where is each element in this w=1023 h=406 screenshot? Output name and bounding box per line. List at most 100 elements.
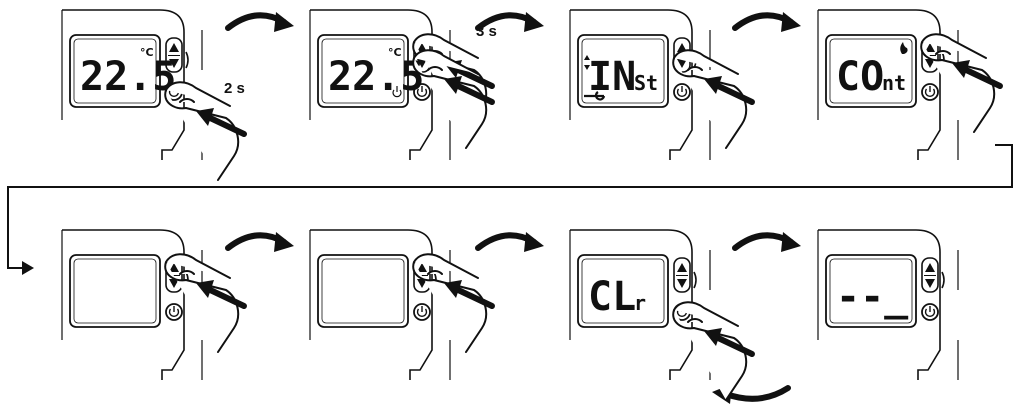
finger-hand-icon (412, 49, 495, 149)
down-button-icon (169, 59, 179, 68)
lcd-screen (317, 254, 409, 328)
lcd-screen (69, 254, 161, 328)
lcd-main-text: IN (588, 54, 636, 100)
arrow-head (781, 232, 801, 252)
push-arrow-shaft (203, 113, 247, 137)
push-arrow-shaft (711, 333, 755, 357)
finger-hand-icon (412, 253, 495, 353)
down-button-icon (677, 279, 687, 288)
arrow-head (524, 12, 544, 32)
finger-outline (920, 33, 996, 133)
up-button-icon (677, 263, 687, 272)
power-symbol (168, 308, 180, 318)
push-arrow-shaft (451, 65, 495, 89)
wrench-icon (584, 91, 606, 101)
finger-outline (412, 253, 488, 353)
up-button-icon (925, 43, 935, 52)
device-body (310, 229, 433, 380)
push-arrow-shaft (203, 285, 247, 309)
connector-arrow-head (22, 261, 34, 275)
finger-outline (164, 253, 240, 353)
down-button-icon (925, 59, 935, 68)
power-symbol (676, 88, 688, 98)
next-step-arrow-1 (225, 12, 294, 32)
flame-icon (900, 42, 908, 54)
power-symbol (416, 308, 428, 318)
arrow-head (274, 12, 294, 32)
down-button-icon (925, 279, 935, 288)
lcd-main-text: CO (836, 54, 884, 100)
device-body (310, 9, 433, 160)
finger-hand-icon (920, 33, 1003, 133)
press-time-label: 3 s (476, 23, 497, 40)
lcd-screen (69, 34, 161, 108)
finger-hand-icon (672, 49, 755, 149)
lcd-inner (73, 258, 157, 324)
device-body (570, 9, 693, 160)
lcd-screen (825, 34, 917, 108)
press-time-label: 2 s (224, 80, 245, 97)
lcd-screen (577, 34, 669, 108)
finger-outline (672, 301, 748, 401)
lcd-small-text: St (634, 71, 658, 95)
push-arrow-head (704, 328, 722, 346)
push-arrow-shaft (451, 81, 495, 105)
push-arrow-head (952, 60, 970, 78)
push-arrow-shaft (451, 285, 495, 309)
up-button-icon (417, 263, 427, 272)
push-arrow-shaft (711, 81, 755, 105)
up-down-icon (584, 55, 590, 70)
push-arrow-head (704, 76, 722, 94)
push-arrow-head (196, 108, 214, 126)
lcd-screen (825, 254, 917, 328)
finger-hand-icon (672, 301, 755, 401)
next-step-arrow-4 (225, 232, 294, 252)
device-body (818, 229, 941, 380)
push-arrow-head (444, 280, 462, 298)
finger-hand-icon (164, 253, 247, 353)
next-step-arrow-5 (475, 232, 544, 252)
lcd-small-text: r (634, 291, 646, 315)
down-button-icon (677, 59, 687, 68)
device-step-7: CLr (569, 229, 755, 401)
finger-outline (164, 81, 240, 181)
slider-tab (185, 51, 189, 69)
lcd-inner (73, 38, 157, 104)
lcd-main-text: --_ (836, 274, 909, 320)
arrow-head (781, 12, 801, 32)
lcd-inner (829, 258, 913, 324)
finger-outline (672, 49, 748, 149)
down-button-icon (417, 59, 427, 68)
power-symbol (924, 88, 936, 98)
lcd-inner (829, 38, 913, 104)
lcd-main-text: CL (588, 274, 636, 320)
lcd-inner (581, 258, 665, 324)
next-step-arrow-3 (732, 12, 801, 32)
push-arrow-shaft (959, 65, 1003, 89)
row-wrap-connector (7, 144, 1013, 275)
down-button-icon (169, 279, 179, 288)
device-body (62, 9, 185, 160)
lcd-inner (321, 258, 405, 324)
standby-icon (392, 89, 402, 98)
lcd-unit-text: °C (140, 46, 154, 59)
finger-hand-icon (164, 81, 247, 181)
up-button-icon (169, 43, 179, 52)
device-body (62, 229, 185, 380)
lcd-main-text: 22.5 (328, 54, 424, 100)
push-arrow-head (444, 76, 462, 94)
push-arrow-head (196, 280, 214, 298)
slider-tab (693, 271, 697, 289)
connector-line (7, 144, 1013, 269)
next-step-arrow-2 (475, 12, 544, 32)
lcd-main-text: 22.5 (80, 54, 176, 100)
up-button-icon (925, 263, 935, 272)
device-step-5 (61, 229, 247, 380)
lcd-inner (581, 38, 665, 104)
loop-curve (723, 385, 791, 402)
device-body (818, 9, 941, 160)
